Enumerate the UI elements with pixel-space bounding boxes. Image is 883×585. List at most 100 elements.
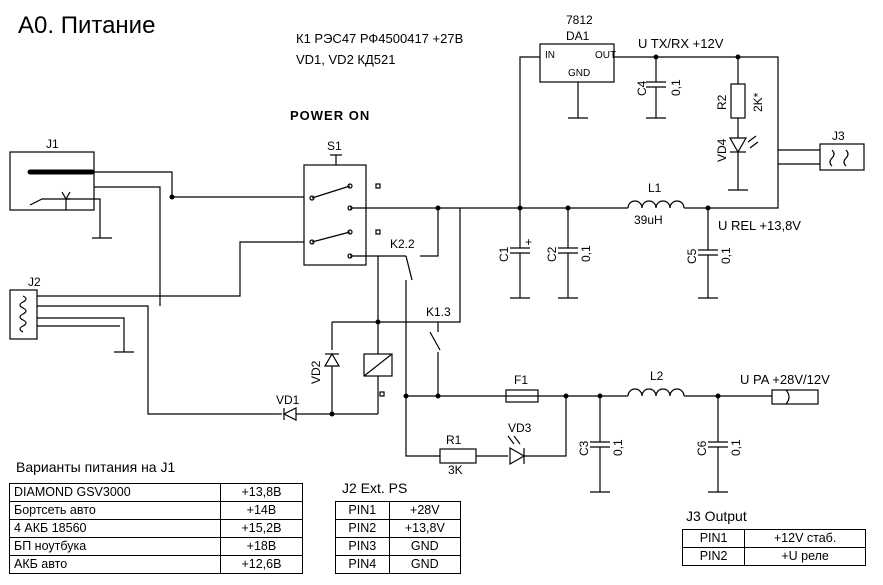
c5-label: C5 xyxy=(685,248,699,264)
j2-connector: J2 xyxy=(9,275,41,340)
da1-gnd-pin: GND xyxy=(568,68,590,79)
table-row: PIN1+12V стаб. xyxy=(681,529,866,548)
c4-value: 0,1 xyxy=(669,79,683,96)
power-on-label: POWER ON xyxy=(290,108,370,123)
table-row: Бортсеть авто+14В xyxy=(9,501,304,520)
relay-contact-k22: K2.2 xyxy=(377,208,439,322)
c3-label: C3 xyxy=(577,440,591,456)
table-row: PIN2+U реле xyxy=(681,547,866,566)
j3-pin: PIN1 xyxy=(681,529,746,548)
j3-value: +12V стаб. xyxy=(744,529,866,548)
j2-value: +13,8V xyxy=(388,519,462,538)
l1-value: 39uH xyxy=(634,213,663,227)
j3-label: J3 xyxy=(832,129,845,143)
j2-value: GND xyxy=(388,555,462,574)
j2-value: +28V xyxy=(388,501,462,520)
vd1-label: VD1 xyxy=(276,393,300,407)
da1-type: 7812 xyxy=(566,13,593,27)
resistor-r1: R1 3K xyxy=(439,433,508,477)
table-row: АКБ авто+12,6В xyxy=(9,555,304,574)
j1-label: J1 xyxy=(46,137,59,151)
capacitor-c6: C6 0,1 xyxy=(695,396,743,493)
j1-voltage: +18В xyxy=(219,537,304,556)
k13-label: K1.3 xyxy=(426,305,451,319)
j2-pin1-wire xyxy=(37,241,304,297)
c1-plus: + xyxy=(525,235,532,249)
j1-source: БП ноутбука xyxy=(9,537,221,556)
j3-pin2-wire xyxy=(777,150,820,165)
r1-value: 3K xyxy=(448,463,463,477)
k13-bus xyxy=(332,208,461,323)
l2-label: L2 xyxy=(650,369,664,383)
resistor-r2: R2 2K* xyxy=(715,57,765,138)
j1-source: 4 АКБ 18560 xyxy=(9,519,221,538)
da1-out-pin: OUT xyxy=(595,50,616,61)
c5-value: 0,1 xyxy=(719,247,733,264)
relay-contact-k13: K1.3 xyxy=(426,305,451,396)
da1-in-wire xyxy=(519,56,540,208)
c4-label: C4 xyxy=(635,80,649,96)
j2-pin: PIN4 xyxy=(335,555,390,574)
txrx-bus xyxy=(614,56,820,151)
u-pa-label: U PA +28V/12V xyxy=(740,372,830,387)
l1-label: L1 xyxy=(648,181,662,195)
f1-label: F1 xyxy=(514,373,528,387)
capacitor-c4: C4 0,1 xyxy=(635,57,683,119)
table-row: PIN1+28V xyxy=(335,501,462,520)
led-vd3: VD3 xyxy=(507,396,567,466)
s1-label: S1 xyxy=(327,139,342,153)
c1-label: C1 xyxy=(497,246,511,262)
j1-voltage: +13,8В xyxy=(219,483,304,502)
r2-value: 2K* xyxy=(751,92,765,112)
j3-value: +U реле xyxy=(744,547,866,566)
j2-pin: PIN3 xyxy=(335,537,390,556)
u-rel-label: U REL +13,8V xyxy=(718,218,801,233)
inductor-l1: L1 39uH xyxy=(627,181,690,227)
j2-gnd-wire xyxy=(37,317,125,352)
u-txrx-label: U TX/RX +12V xyxy=(638,36,724,51)
k22-label: K2.2 xyxy=(390,237,415,251)
j1-voltage: +14В xyxy=(219,501,304,520)
r1-label: R1 xyxy=(446,433,462,447)
diode-vd1: VD1 xyxy=(276,393,378,421)
da1-ref: DA1 xyxy=(566,29,590,43)
j1-source: Бортсеть авто xyxy=(9,501,221,520)
c6-value: 0,1 xyxy=(729,439,743,456)
diode-vd2: VD2 xyxy=(309,322,341,414)
table-row: 4 АКБ 18560+15,2В xyxy=(9,519,304,538)
j1-connector: J1 xyxy=(9,137,95,211)
capacitor-c1: C1 + xyxy=(497,208,532,299)
j1-table: DIAMOND GSV3000+13,8В Бортсеть авто+14В … xyxy=(9,483,304,574)
j3-table-caption: J3 Output xyxy=(686,508,747,524)
j2-value: GND xyxy=(388,537,462,556)
j3-table: PIN1+12V стаб. PIN2+U реле xyxy=(681,529,866,566)
table-row: PIN2+13,8V xyxy=(335,519,462,538)
j1-sleeve-wire xyxy=(94,186,161,278)
capacitor-c3: C3 0,1 xyxy=(577,396,625,493)
pa-output-connector xyxy=(771,389,819,405)
vd4-label: VD4 xyxy=(715,138,729,162)
diodes-note: VD1, VD2 КД521 xyxy=(296,52,395,67)
c2-value: 0,1 xyxy=(579,245,593,262)
fuse-f1: F1 xyxy=(505,373,539,403)
regulator-da1: 7812 DA1 IN OUT GND xyxy=(539,13,616,83)
vd2-label: VD2 xyxy=(309,360,323,384)
j1-table-caption: Варианты питания на J1 xyxy=(16,459,176,475)
pa-left-wire xyxy=(405,280,440,457)
table-row: DIAMOND GSV3000+13,8В xyxy=(9,483,304,502)
led-vd4: VD4 xyxy=(715,135,759,191)
vd3-label: VD3 xyxy=(508,421,532,435)
switch-s1[interactable]: S1 xyxy=(303,139,381,266)
j2-pin: PIN1 xyxy=(335,501,390,520)
j2-table-caption: J2 Ext. PS xyxy=(342,480,408,496)
c6-label: C6 xyxy=(695,440,709,456)
urel-wire xyxy=(690,164,779,209)
j1-voltage: +15,2В xyxy=(219,519,304,538)
j3-connector: J3 xyxy=(819,129,865,171)
schematic-title: A0. Питание xyxy=(18,12,155,39)
